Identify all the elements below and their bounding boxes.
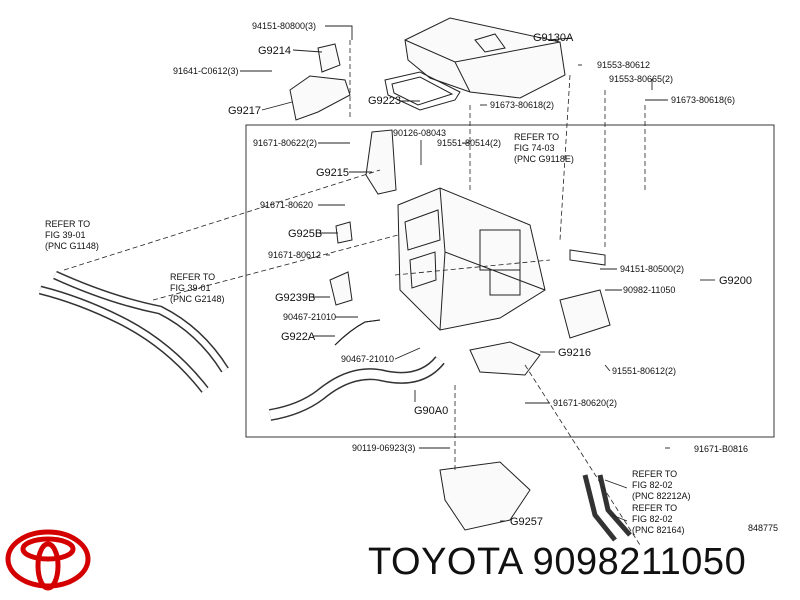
label: 91671-80612: [268, 250, 321, 260]
refer-callouts: REFER TO FIG 74-03 (PNC G9118E) REFER TO…: [45, 132, 691, 535]
label: G9223: [368, 95, 401, 107]
label: 90467-21010: [341, 354, 394, 364]
label: 848775: [748, 523, 778, 533]
relay-box-part: [559, 249, 611, 339]
label: 94151-80800(3): [252, 21, 316, 31]
label: 91551-80514(2): [437, 138, 501, 148]
label: G9239B: [275, 292, 315, 304]
bracket-lower-part: [439, 461, 531, 531]
part-labels: 94151-80800(3) G9214 91641-C0612(3) G921…: [173, 21, 778, 533]
label: 91671-B0816: [694, 444, 748, 454]
bracket-left-part: [365, 129, 397, 195]
refer-callout: REFER TO FIG 82-02 (PNC 82164): [632, 503, 685, 535]
inverter-cover-part: [404, 17, 566, 99]
label: G9130A: [533, 32, 574, 44]
label: 90126-08043: [393, 128, 446, 138]
label: G90A0: [414, 405, 448, 417]
label: G922A: [281, 331, 316, 343]
cable-harness-right-part: [582, 474, 632, 542]
label: G9257: [510, 516, 543, 528]
hose-long-part: [268, 355, 445, 421]
label: G9217: [228, 105, 261, 117]
refer-callout: REFER TO FIG 39-01 (PNC G1148): [45, 219, 99, 251]
toyota-logo-icon: [5, 529, 91, 591]
hose-short-part: [334, 319, 381, 346]
bracket-small-part: [335, 221, 353, 244]
gasket-part: [384, 71, 461, 111]
label: 91553-80665(2): [609, 74, 673, 84]
label: 94151-80500(2): [620, 264, 684, 274]
label: 90467-21010: [283, 312, 336, 322]
label: 91553-80612: [597, 60, 650, 70]
label: G9215: [316, 167, 349, 179]
inverter-assembly-part: [397, 187, 546, 331]
bracket-g9239b-part: [329, 271, 353, 306]
label: G9216: [558, 347, 591, 359]
refer-callout: REFER TO FIG 74-03 (PNC G9118E): [514, 132, 574, 164]
assembly-frame: [245, 124, 775, 438]
label: G9200: [719, 275, 752, 287]
cable-harness-left-part: [38, 270, 229, 393]
label: 91551-80612(2): [612, 366, 676, 376]
label: 91671-80622(2): [253, 138, 317, 148]
label: 90982-11050: [623, 285, 675, 295]
label: 91673-80618(2): [490, 100, 554, 110]
brand-part-number: TOYOTA 9098211050: [368, 541, 747, 583]
label: 91673-80618(6): [671, 95, 735, 105]
projection-lines: [63, 40, 646, 546]
refer-callout: REFER TO FIG 82-02 (PNC 82212A): [632, 469, 691, 501]
bracket-g9216-part: [469, 341, 541, 376]
refer-callout: REFER TO FIG 39-01 (PNC G2148): [170, 272, 225, 304]
bracket-upper-part: [289, 43, 351, 121]
label: G925B: [288, 228, 322, 240]
label: 91641-C0612(3): [173, 66, 239, 76]
label: 91671-80620: [260, 200, 313, 210]
label: 90119-06923(3): [352, 443, 415, 453]
label: 91671-80620(2): [553, 398, 617, 408]
label: G9214: [258, 45, 291, 57]
